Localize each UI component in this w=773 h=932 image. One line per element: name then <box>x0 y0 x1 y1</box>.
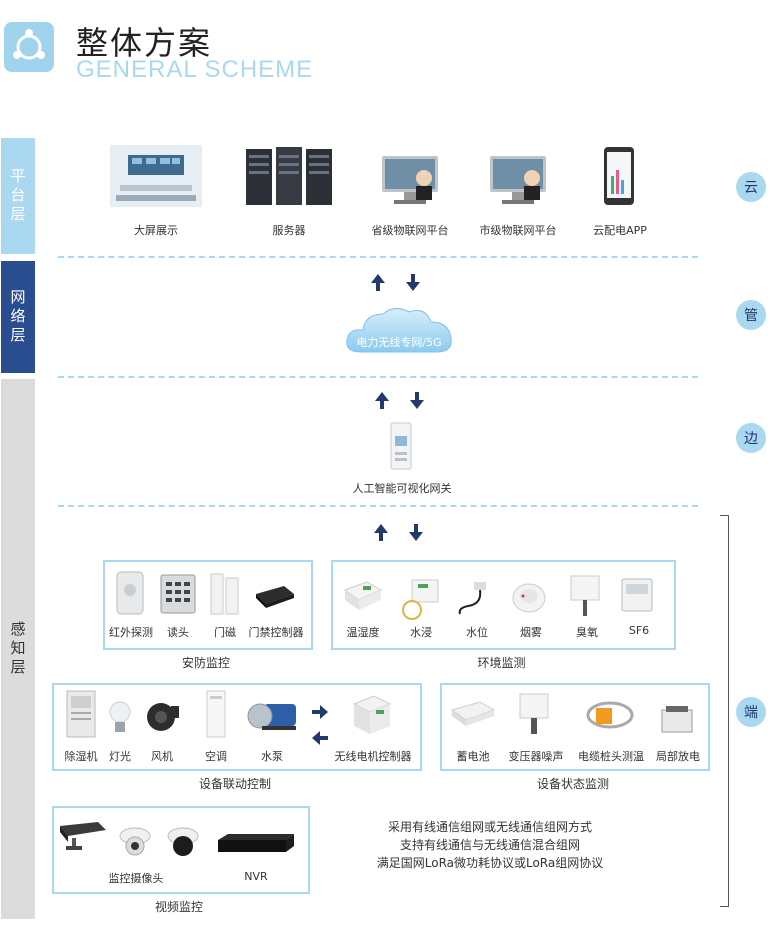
down-arrow-icon <box>410 392 424 409</box>
card-reader-icon <box>160 574 196 618</box>
page-title: 整体方案 <box>76 24 213 62</box>
security-group-title: 安防监控 <box>181 656 230 670</box>
platform-label: 云配电APP <box>593 224 647 237</box>
environment-item-label: 烟雾 <box>520 626 542 639</box>
right-arrow-icon <box>312 704 328 723</box>
status-item-label: 蓄电池 <box>456 750 490 763</box>
platform-label: 市级物联网平台 <box>479 224 557 237</box>
platform-label: 服务器 <box>272 224 306 237</box>
dome-camera-icon <box>118 824 152 862</box>
municipal-platform-icon <box>488 154 548 206</box>
provincial-platform-icon <box>380 154 440 206</box>
tag-end: 端 <box>736 697 766 727</box>
wireless-motor-controller-icon <box>352 694 392 740</box>
water-leak-sensor-icon <box>398 578 442 626</box>
video-item-label: 监控摄像头 <box>108 872 164 885</box>
battery-icon <box>450 700 496 732</box>
status-group-title: 设备状态监测 <box>536 777 609 791</box>
linkage-group-title: 设备联动控制 <box>198 777 271 791</box>
dome-camera-icon <box>166 824 200 862</box>
gateway-label: 人工智能可视化网关 <box>352 482 452 495</box>
up-arrow-icon <box>374 524 388 541</box>
transformer-noise-sensor-icon <box>518 692 550 740</box>
water-pump-icon <box>246 700 298 736</box>
tag-edge: 边 <box>736 423 766 453</box>
fan-icon <box>145 700 181 738</box>
environment-item-label: 水位 <box>466 626 488 639</box>
status-item-label: 电缆桩头测温 <box>578 750 644 763</box>
status-item-label: 变压器噪声 <box>508 750 564 763</box>
linkage-item-label: 空调 <box>205 750 227 763</box>
water-level-sensor-icon <box>456 580 492 622</box>
scheme-logo-icon <box>13 29 45 60</box>
access-controller-icon <box>254 584 296 614</box>
left-arrow-icon <box>312 730 328 749</box>
ozone-sensor-icon <box>569 574 601 622</box>
cloud-app-phone-icon <box>603 146 635 206</box>
nvr-device-icon <box>216 832 296 858</box>
cable-temperature-sensor-icon <box>586 700 634 734</box>
smoke-detector-icon <box>511 580 547 618</box>
environment-item-label: 水浸 <box>410 626 432 639</box>
page-subtitle: GENERAL SCHEME <box>76 56 314 83</box>
separator <box>58 256 698 258</box>
logo <box>4 22 54 72</box>
big-screen-image <box>110 145 202 207</box>
infrared-detector-icon <box>115 570 145 620</box>
dehumidifier-icon <box>66 690 96 742</box>
status-item-label: 局部放电 <box>656 750 700 763</box>
security-item-label: 红外探测 <box>109 626 153 639</box>
layer-sense: 感知层 <box>1 379 35 919</box>
environment-item-label: SF6 <box>628 624 650 637</box>
tag-cloud: 云 <box>736 172 766 202</box>
partial-discharge-sensor-icon <box>660 704 694 738</box>
down-arrow-icon <box>409 524 423 541</box>
linkage-item-label: 无线电机控制器 <box>334 750 412 763</box>
security-item-label: 门磁 <box>214 626 236 639</box>
up-arrow-icon <box>375 392 389 409</box>
note-line: 支持有线通信与无线通信混合组网 <box>399 838 580 852</box>
linkage-item-label: 风机 <box>151 750 173 763</box>
environment-item-label: 臭氧 <box>576 626 598 639</box>
video-group-title: 视频监控 <box>154 900 203 914</box>
end-layer-bracket <box>720 515 729 907</box>
linkage-item-label: 灯光 <box>109 750 131 763</box>
video-item-label: NVR <box>244 870 268 883</box>
separator <box>58 376 698 378</box>
light-bulb-icon <box>108 700 132 740</box>
door-sensor-icon <box>210 572 240 620</box>
note-line: 满足国网LoRa微功耗协议或LoRa组网协议 <box>376 856 604 870</box>
environment-group <box>331 560 676 650</box>
platform-label: 省级物联网平台 <box>371 224 449 237</box>
air-conditioner-icon <box>206 690 226 742</box>
linkage-item-label: 除湿机 <box>64 750 98 763</box>
server-rack-image <box>244 145 334 207</box>
platform-label: 大屏展示 <box>134 224 178 237</box>
cloud-icon <box>343 302 455 358</box>
linkage-item-label: 水泵 <box>261 750 283 763</box>
separator <box>58 505 698 507</box>
temp-humidity-sensor-icon <box>343 580 383 616</box>
gateway-device-icon <box>390 422 412 470</box>
environment-item-label: 温湿度 <box>346 626 380 639</box>
note-line: 采用有线通信组网或无线通信组网方式 <box>387 820 592 834</box>
layer-platform: 平台层 <box>1 138 35 254</box>
bullet-camera-icon <box>58 820 108 858</box>
security-item-label: 读头 <box>167 626 189 639</box>
environment-group-title: 环境监测 <box>477 656 526 670</box>
tag-pipe: 管 <box>736 300 766 330</box>
down-arrow-icon <box>406 274 420 291</box>
sf6-sensor-icon <box>621 578 653 616</box>
cloud-label: 电力无线专网/5G <box>356 336 442 349</box>
security-item-label: 门禁控制器 <box>248 626 304 639</box>
up-arrow-icon <box>371 274 385 291</box>
layer-network: 网络层 <box>1 261 35 373</box>
